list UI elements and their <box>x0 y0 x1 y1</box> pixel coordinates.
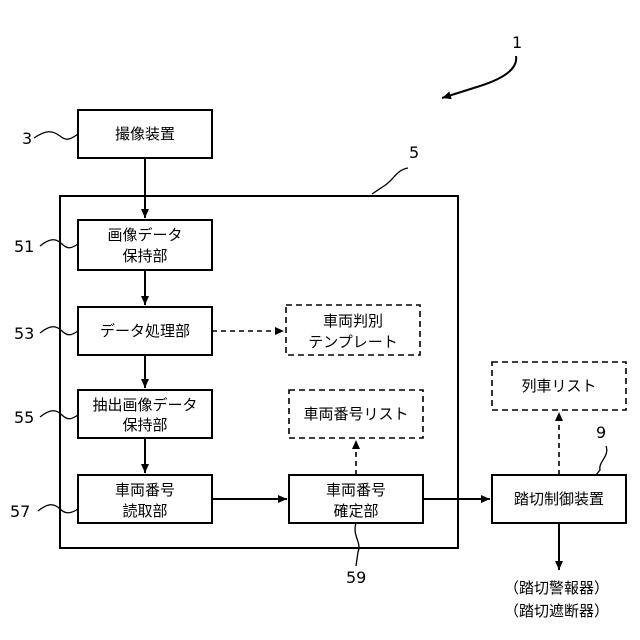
number-confirm-label-2: 確定部 <box>333 502 378 520</box>
ref-system-label: 1 <box>512 33 522 52</box>
ref-data-proc-label: 53 <box>14 324 34 343</box>
ref-number-read-leader <box>38 505 78 513</box>
ref-extract-hold-label: 55 <box>14 408 34 427</box>
image-hold-label-1: 画像データ <box>107 226 182 244</box>
output-label-alarm: （踏切警報器） <box>504 579 609 597</box>
ref-crossing-control-leader <box>596 446 607 475</box>
ref-camera-label: 3 <box>22 129 32 148</box>
ref-processor-label: 5 <box>409 143 419 162</box>
crossing-control-label: 踏切制御装置 <box>514 490 604 508</box>
extract-hold-label-2: 保持部 <box>122 416 167 434</box>
data-proc-label: データ処理部 <box>100 322 190 340</box>
ref-camera-leader <box>34 132 78 139</box>
ref-number-confirm-leader <box>355 523 359 566</box>
ref-image-hold-label: 51 <box>14 237 34 256</box>
ref-number-read-label: 57 <box>10 502 30 521</box>
number-confirm-label-1: 車両番号 <box>326 481 386 499</box>
camera-label: 撮像装置 <box>115 125 175 143</box>
image-hold-label-2: 保持部 <box>122 247 167 265</box>
ref-system-arrow <box>442 56 516 98</box>
ref-crossing-control-label: 9 <box>596 423 606 442</box>
number-read-label-1: 車両番号 <box>115 481 175 499</box>
template-label-2: テンプレート <box>308 333 398 351</box>
ref-number-confirm-label: 59 <box>346 568 366 587</box>
ref-processor-leader <box>372 168 408 194</box>
extract-hold-label-1: 抽出画像データ <box>92 396 197 414</box>
output-label-barrier: （踏切遮断器） <box>504 602 609 620</box>
number-list-label: 車両番号リスト <box>303 405 408 423</box>
train-list-label: 列車リスト <box>521 377 596 395</box>
template-label-1: 車両判別 <box>323 312 383 330</box>
number-read-label-2: 読取部 <box>122 502 167 520</box>
